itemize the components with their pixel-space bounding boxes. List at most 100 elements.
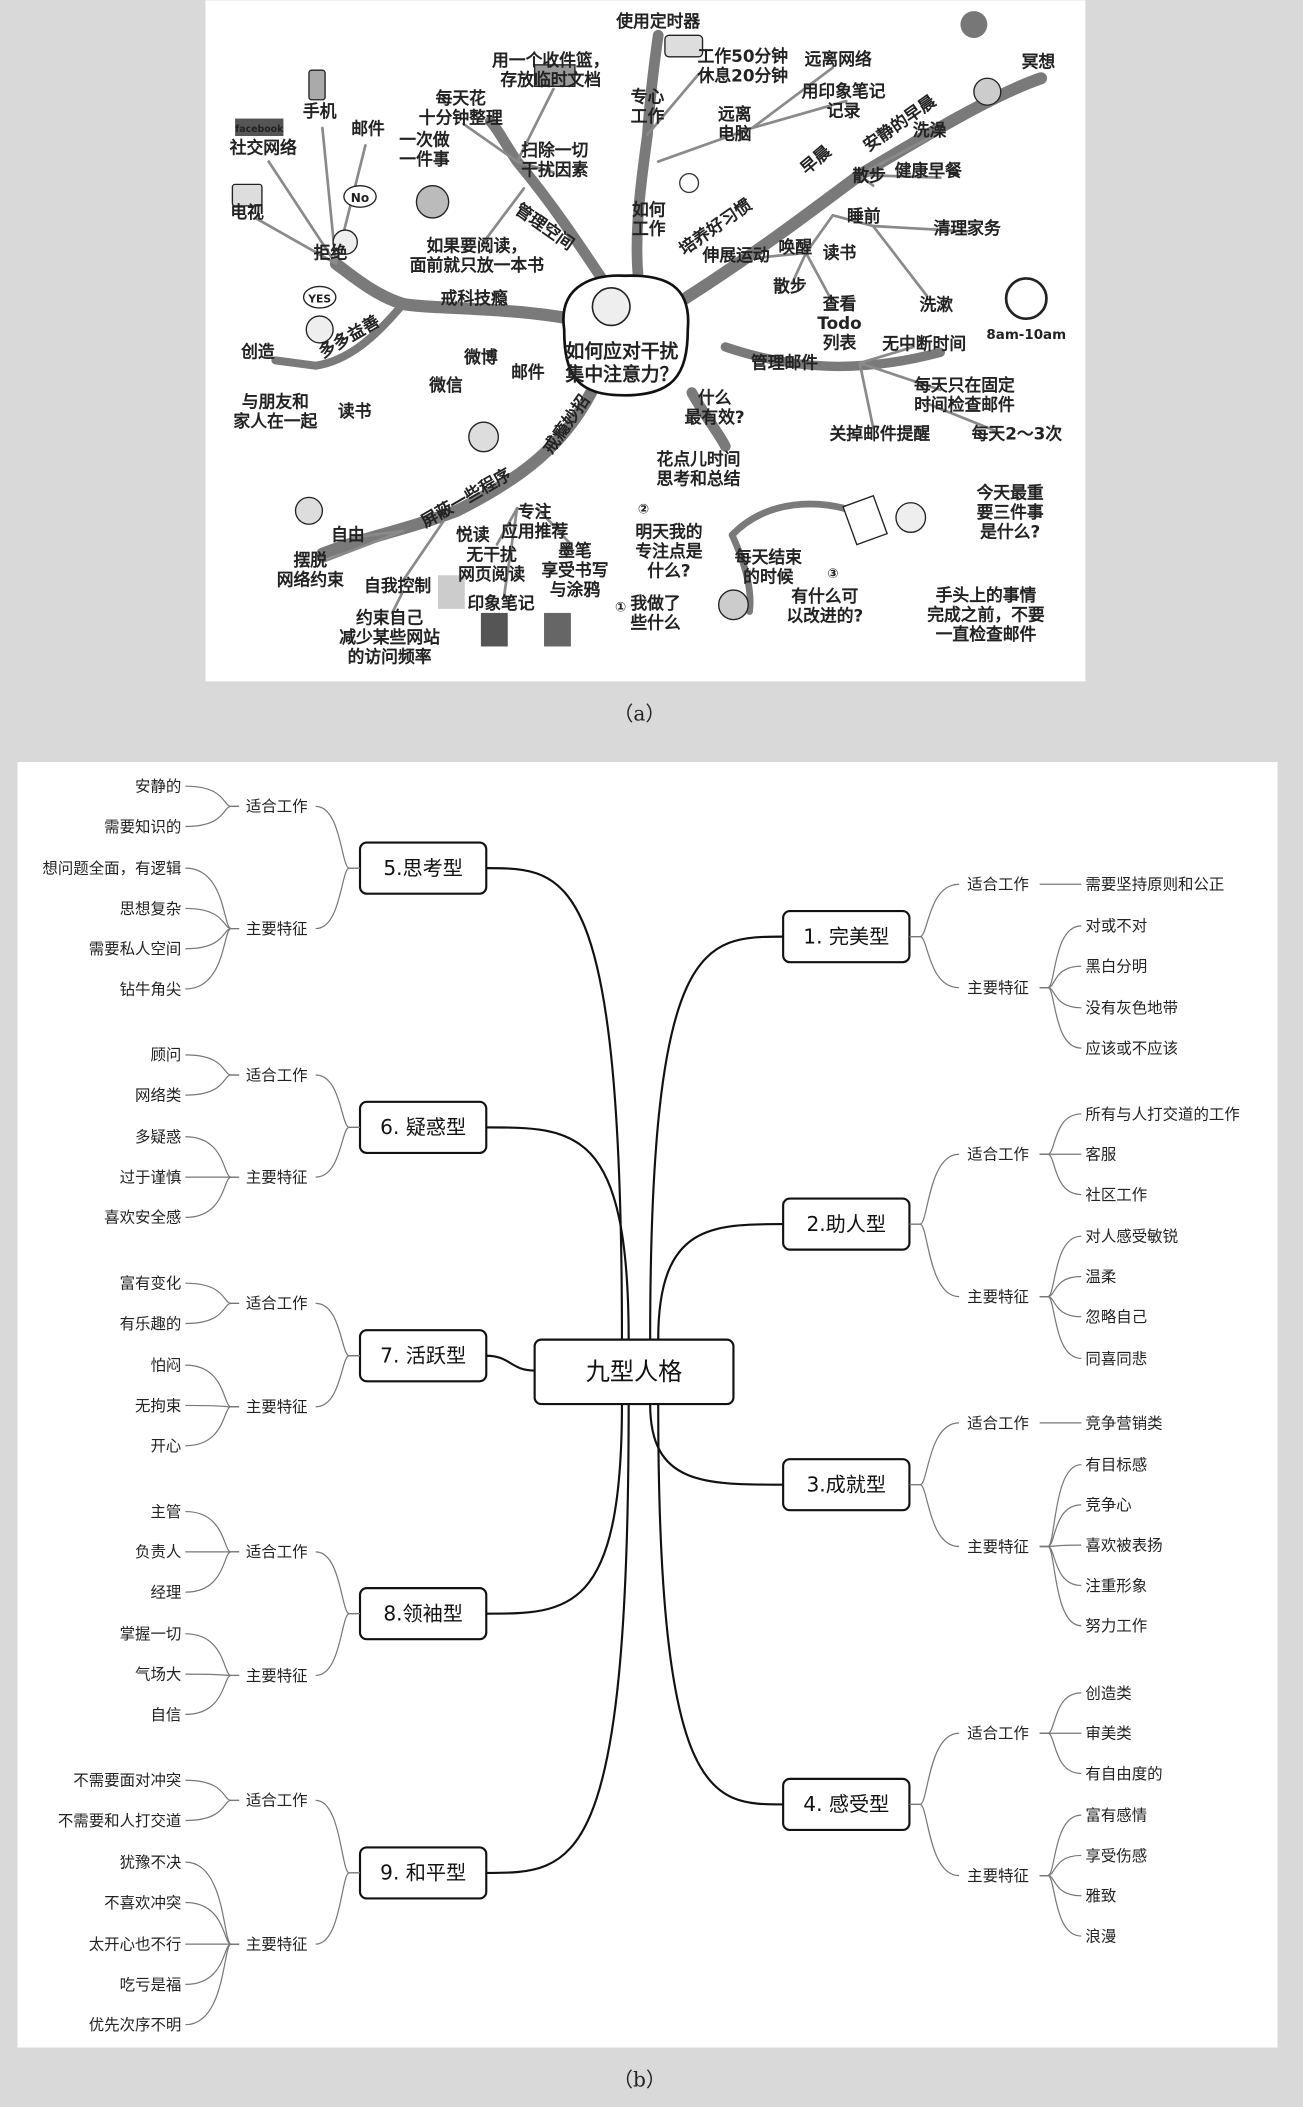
leaf-item: 过于谨慎 — [120, 1168, 182, 1186]
mindmap-a-label: 使用定时器 — [615, 11, 701, 31]
type-label: 2.助人型 — [806, 1212, 886, 1236]
mindmap-a-label: 邮件 — [511, 362, 545, 382]
ink-pen-app-icon — [544, 612, 571, 647]
mindmap-a-label: 摆脱网络约束 — [277, 550, 344, 589]
mindmap-a-label: 微博 — [463, 347, 498, 367]
mindmap-a-label: 洗漱 — [919, 295, 953, 315]
sub-branch — [482, 187, 526, 244]
branch-addiction-tips — [316, 386, 598, 560]
group-connector — [315, 1126, 361, 1178]
leaf-item: 有乐趣的 — [120, 1315, 182, 1333]
main-connector — [657, 1404, 784, 1806]
reader-app-icon — [437, 575, 465, 609]
sub-branch — [791, 251, 808, 284]
group-connector — [315, 1799, 361, 1874]
group-connector — [909, 1803, 960, 1877]
no-computer-icon — [1004, 277, 1048, 321]
sub-branch — [267, 160, 338, 265]
caption-b: （b） — [613, 2067, 666, 2091]
leaf-connector — [1039, 1732, 1082, 1775]
leaf-item: 优先次序不明 — [89, 2016, 182, 2034]
leaf-item: 需要私人空间 — [89, 940, 182, 958]
mindmap-a-label: 伸展运动 — [702, 245, 770, 265]
mindmap-a-illustrations — [231, 11, 1048, 647]
leaf-item: 应该或不应该 — [1085, 1039, 1178, 1058]
leaf-item: 忽略自己 — [1085, 1308, 1147, 1326]
leaf-item: 主管 — [150, 1503, 181, 1521]
type-node: 8.领袖型 — [358, 1587, 488, 1641]
type-label: 8.领袖型 — [383, 1601, 463, 1625]
mindmap-a-label: ① — [615, 601, 626, 616]
mindmap-a-label: 远离电脑 — [718, 104, 752, 143]
mindmap-a-label: 无中断时间 — [881, 334, 966, 354]
leaf-item: 不需要面对冲突 — [73, 1772, 181, 1790]
group-label: 适合工作 — [967, 1146, 1029, 1164]
leaf-item: 富有感情 — [1085, 1807, 1147, 1825]
phone-icon — [308, 69, 326, 101]
group-label: 主要特征 — [246, 1667, 308, 1685]
leaf-item: 浪漫 — [1085, 1927, 1116, 1945]
type-label: 4. 感受型 — [803, 1792, 889, 1816]
leaf-item: 钻牛角尖 — [120, 980, 182, 998]
mindmap-a-label: 与朋友和家人在一起 — [233, 391, 317, 430]
leaf-connector — [1039, 1153, 1082, 1196]
type-node: 7. 活跃型 — [358, 1329, 488, 1383]
leaf-item: 太开心也不行 — [89, 1935, 182, 1953]
main-connector — [486, 867, 624, 1340]
group-label: 主要特征 — [246, 1935, 308, 1953]
mindmap-a-label: 约束自己减少某些网站的访问频率 — [339, 608, 440, 667]
sub-branch — [646, 72, 700, 137]
group-label: 主要特征 — [967, 979, 1029, 997]
mindmap-a-label: 今天最重要三件事是什么? — [976, 483, 1044, 542]
leaf-item: 创造类 — [1085, 1684, 1131, 1702]
timer-icon — [664, 34, 704, 58]
mindmap-a-label: 远离网络 — [805, 49, 872, 69]
mindmap-a-label: 每天2～3次 — [972, 424, 1063, 444]
branch-manage-space — [484, 115, 610, 288]
central-topic-b: 九型人格 — [533, 1338, 735, 1406]
leaf-item: 吃亏是福 — [120, 1976, 182, 1994]
mindmap-a-label: 创造 — [240, 342, 275, 362]
mindmap-a-label: 社交网络 — [229, 137, 297, 157]
group-label: 主要特征 — [246, 1168, 308, 1186]
sub-branch — [495, 506, 519, 546]
evernote-elephant-icon — [960, 11, 988, 38]
leaf-item: 思想复杂 — [120, 900, 182, 918]
branch-end-of-day-sub — [728, 531, 754, 615]
type-label: 7. 活跃型 — [380, 1343, 466, 1367]
leaf-item: 网络类 — [135, 1087, 181, 1105]
evernote-app-icon — [480, 612, 508, 647]
leaf-connector — [185, 1302, 240, 1325]
leaf-item: 安静的 — [135, 778, 181, 796]
mindmap-a-label: 有什么可以改进的? — [786, 586, 863, 625]
leaf-item: 同喜同悲 — [1085, 1350, 1147, 1368]
central-topic-box — [533, 1338, 735, 1406]
mindmap-a-label: facebook — [235, 124, 284, 135]
leaf-item: 不需要和人打交道 — [58, 1812, 182, 1830]
mindmap-a-label: 如果要阅读，面前就只放一本书 — [410, 236, 544, 275]
group-label: 适合工作 — [246, 1792, 308, 1810]
mindmap-a-label: 8am-10am — [986, 328, 1066, 343]
type-label: 9. 和平型 — [380, 1861, 466, 1885]
leaf-connector — [185, 1176, 240, 1218]
sub-branch — [350, 529, 405, 540]
overwhelmed-person-icon — [468, 421, 500, 453]
sub-branch — [390, 590, 405, 615]
leaf-connector — [1039, 1545, 1082, 1627]
mindmap-a-label: ② — [638, 502, 649, 517]
mindmap-a-label: 扫除一切干扰因素 — [521, 140, 588, 179]
sub-branch — [515, 87, 555, 163]
mindmap-a-label: 每天只在固定时间检查邮件 — [914, 375, 1015, 414]
branch-reflect — [686, 387, 731, 452]
mindmap-a-label: 微信 — [428, 375, 463, 395]
type-label: 5.思考型 — [383, 856, 463, 880]
mindmap-a-label: YES — [307, 293, 331, 306]
leaf-item: 审美类 — [1085, 1725, 1131, 1743]
leaf-item: 开心 — [150, 1437, 181, 1455]
inbox-tray-icon — [533, 64, 576, 87]
mindmap-a-label: 冥想 — [1022, 52, 1056, 72]
leaf-item: 想问题全面，有逻辑 — [42, 859, 181, 877]
type-node: 5.思考型 — [358, 841, 488, 895]
sub-branch — [535, 506, 573, 546]
caption-a: （a） — [613, 701, 665, 725]
